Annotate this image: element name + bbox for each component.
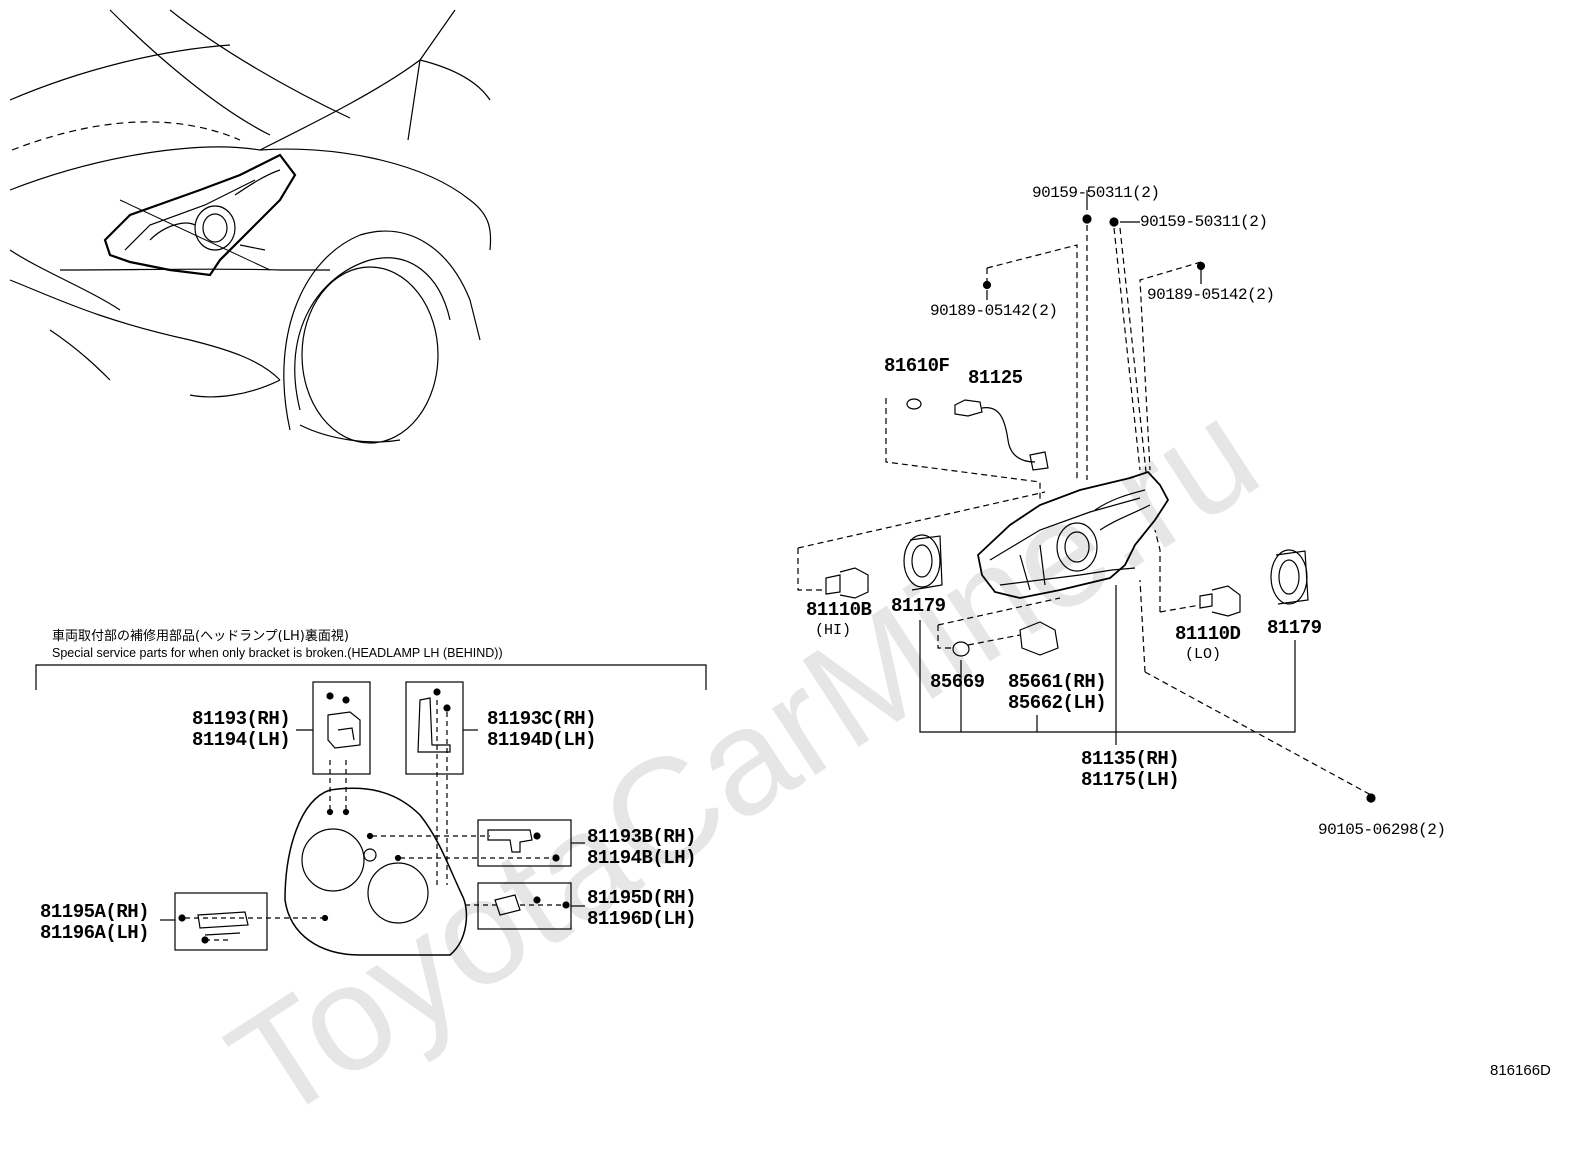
part-label-81193C[interactable]: 81193C(RH) — [487, 708, 597, 730]
part-label-81195D[interactable]: 81195D(RH) — [587, 887, 697, 909]
part-label-90159-a[interactable]: 90159-50311(2) — [1032, 184, 1160, 202]
part-label-90189-a[interactable]: 90189-05142(2) — [930, 302, 1058, 320]
part-label-90105[interactable]: 90105-06298(2) — [1318, 821, 1446, 839]
part-label-85662[interactable]: 85662(LH) — [1008, 692, 1107, 714]
part-sublabel-hi: (HI) — [815, 622, 852, 639]
inset-title-english: Special service parts for when only brac… — [52, 646, 503, 660]
part-label-81196A[interactable]: 81196A(LH) — [40, 922, 150, 944]
part-label-81610F[interactable]: 81610F — [884, 355, 950, 377]
part-label-81110D[interactable]: 81110D — [1175, 623, 1241, 645]
headlamp-exploded-illustration — [797, 190, 1376, 803]
line-art — [9, 9, 1376, 956]
diagram-code: 816166D — [1490, 1062, 1551, 1079]
car-overview-illustration — [9, 9, 492, 444]
part-label-81194B[interactable]: 81194B(LH) — [587, 847, 697, 869]
part-label-81194[interactable]: 81194(LH) — [192, 729, 291, 751]
part-label-81179-left[interactable]: 81179 — [891, 595, 946, 617]
part-label-81194D[interactable]: 81194D(LH) — [487, 729, 597, 751]
part-label-81193B[interactable]: 81193B(RH) — [587, 826, 697, 848]
part-label-81195A[interactable]: 81195A(RH) — [40, 901, 150, 923]
part-label-81175[interactable]: 81175(LH) — [1081, 769, 1180, 791]
part-label-90159-b[interactable]: 90159-50311(2) — [1140, 213, 1268, 231]
part-sublabel-lo: (LO) — [1185, 646, 1222, 663]
part-label-81193[interactable]: 81193(RH) — [192, 708, 291, 730]
part-label-81196D[interactable]: 81196D(LH) — [587, 908, 697, 930]
inset-bracket-illustration — [160, 681, 585, 956]
part-label-81135[interactable]: 81135(RH) — [1081, 748, 1180, 770]
parts-diagram: ToyotaCarMine.ru — [9, 9, 1551, 1153]
part-label-85669[interactable]: 85669 — [930, 671, 985, 693]
part-label-90189-b[interactable]: 90189-05142(2) — [1147, 286, 1275, 304]
part-label-81179-right[interactable]: 81179 — [1267, 617, 1322, 639]
part-label-81110B[interactable]: 81110B — [806, 599, 872, 621]
part-label-85661[interactable]: 85661(RH) — [1008, 671, 1107, 693]
part-label-81125[interactable]: 81125 — [968, 367, 1023, 389]
inset-title-japanese: 車両取付部の補修用部品(ヘッドランプ(LH)裏面視) — [52, 629, 349, 644]
inset-frame — [35, 664, 707, 690]
